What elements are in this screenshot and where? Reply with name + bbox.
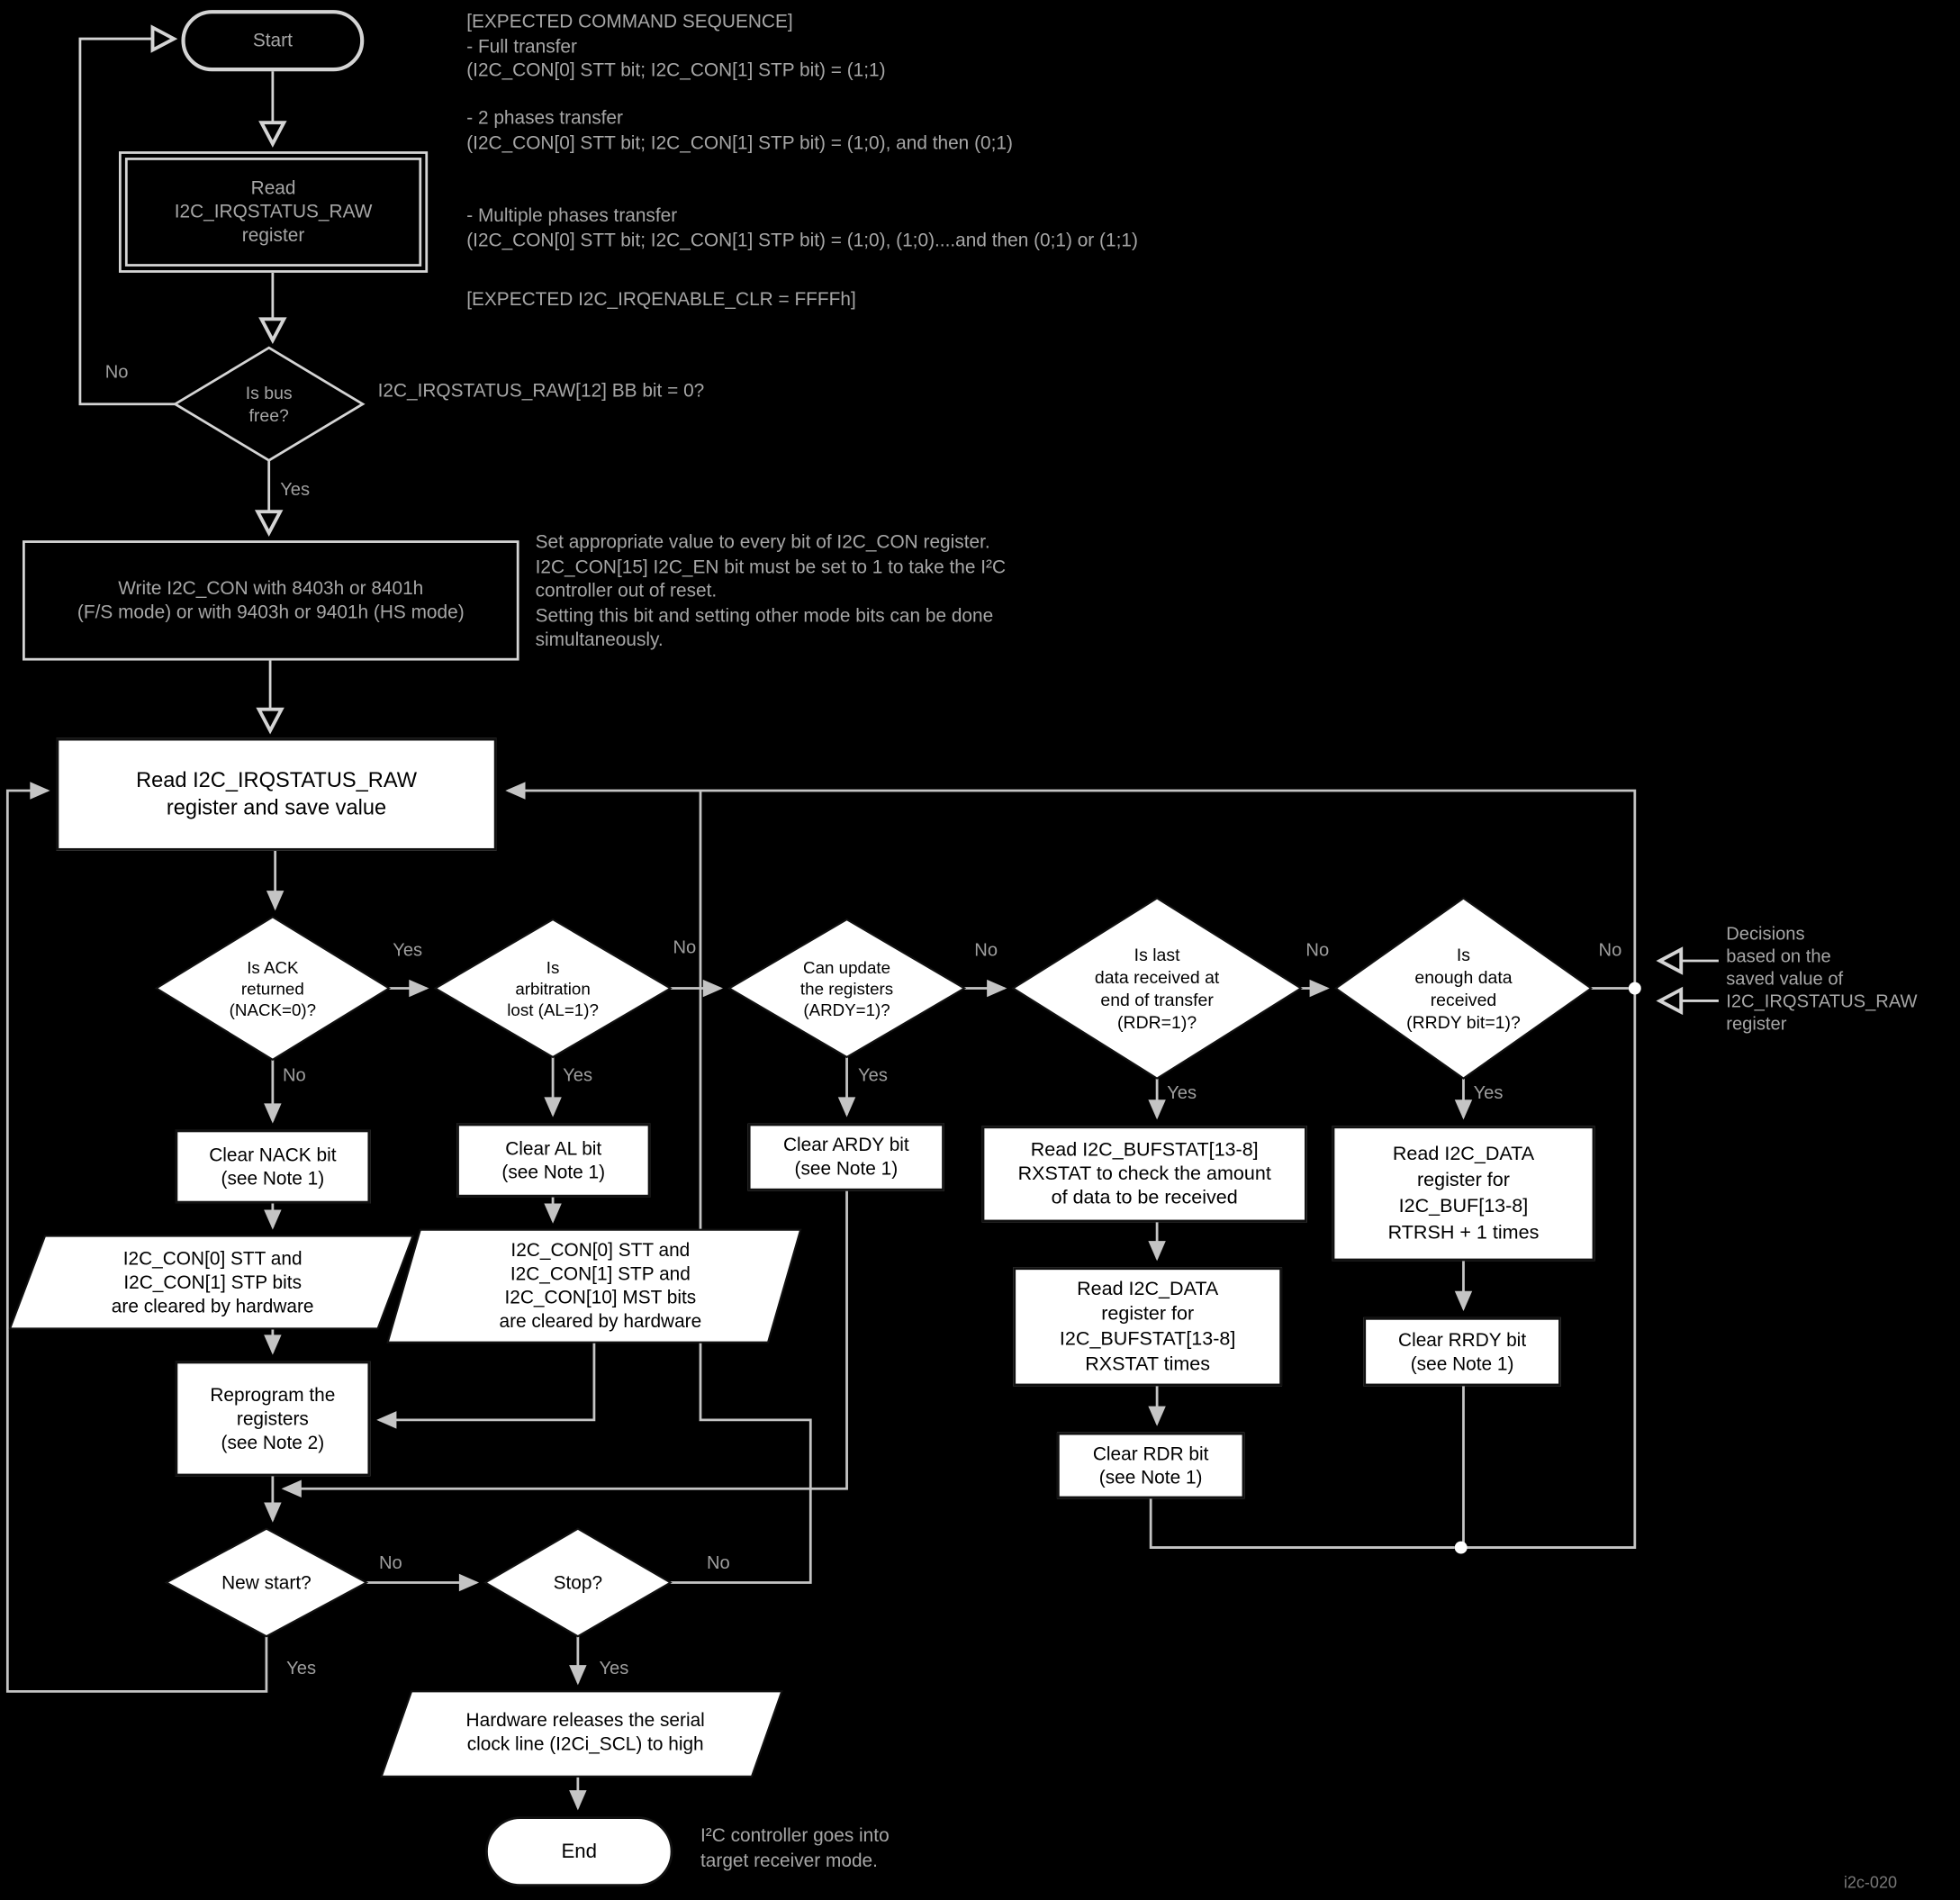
arbitration-diamond	[433, 918, 673, 1059]
nack-hw-parallelogram	[8, 1235, 414, 1330]
rdr-diamond	[1011, 897, 1303, 1080]
rdr-diamond-label: Is last data received at end of transfer…	[1094, 944, 1220, 1033]
stop-diamond	[483, 1527, 673, 1638]
expected-command-sequence-note: [EXPECTED COMMAND SEQUENCE] - Full trans…	[466, 11, 886, 82]
ardy-diamond	[727, 918, 967, 1059]
end-mode-note: I²C controller goes into target receiver…	[700, 1824, 890, 1871]
read-save-node: Read I2C_IRQSTATUS_RAW register and save…	[56, 737, 497, 851]
multi-phase-transfer-note: - Multiple phases transfer (I2C_CON[0] S…	[466, 204, 1138, 251]
read-bufstat-node: Read I2C_BUFSTAT[13-8] RXSTAT to check t…	[981, 1126, 1307, 1223]
top-connector-lines	[78, 24, 1719, 1016]
label-arb-no: No	[673, 937, 697, 959]
read-irqstatus-node: Read I2C_IRQSTATUS_RAW register	[118, 151, 429, 273]
bb-bit-note: I2C_IRQSTATUS_RAW[12] BB bit = 0?	[377, 380, 705, 402]
decisions-saved-value-note: Decisions based on the saved value of I2…	[1726, 924, 1918, 1035]
figure-id: i2c-020	[1843, 1872, 1898, 1892]
arbitration-diamond-label: Is arbitration lost (AL=1)?	[507, 957, 599, 1019]
label-new-start-no: No	[378, 1553, 402, 1574]
label-new-start-yes: Yes	[286, 1659, 317, 1679]
stop-diamond-label: Stop?	[553, 1571, 603, 1594]
junction-dot	[1454, 1541, 1468, 1554]
label-arb-yes: Yes	[563, 1065, 593, 1086]
bus-free-diamond	[172, 346, 366, 462]
ardy-diamond-label: Can update the registers (ARDY=1)?	[799, 957, 894, 1019]
clear-rdr-node: Clear RDR bit (see Note 1)	[1056, 1432, 1245, 1499]
scl-release-parallelogram-label: Hardware releases the serial clock line …	[465, 1710, 705, 1756]
clear-nack-node: Clear NACK bit (see Note 1)	[175, 1129, 371, 1204]
bus-free-diamond-label: Is bus free?	[245, 383, 293, 426]
rrdy-diamond-label: Is enough data received (RRDY bit=1)?	[1406, 944, 1521, 1033]
label-rrdy-no: No	[1598, 940, 1622, 961]
reprogram-node: Reprogram the registers (see Note 2)	[175, 1361, 371, 1477]
al-hw-parallelogram	[386, 1228, 802, 1344]
ack-diamond	[154, 916, 392, 1061]
write-i2c-con-node: Write I2C_CON with 8403h or 8401h (F/S m…	[23, 540, 519, 661]
start-node: Start	[181, 10, 365, 72]
label-bus-free-no: No	[104, 362, 129, 384]
new-start-diamond-label: New start?	[221, 1571, 312, 1594]
label-stop-yes: Yes	[599, 1659, 629, 1679]
label-ack-no: No	[282, 1065, 306, 1086]
clear-al-node: Clear AL bit (see Note 1)	[456, 1123, 651, 1198]
nack-hw-parallelogram-label: I2C_CON[0] STT and I2C_CON[1] STP bits a…	[111, 1247, 314, 1317]
junction-dot	[1628, 982, 1641, 995]
clear-rrdy-node: Clear RRDY bit (see Note 1)	[1363, 1316, 1561, 1387]
i2c-con-setup-note: Set appropriate value to every bit of I2…	[535, 531, 1007, 651]
label-bus-free-yes: Yes	[280, 480, 311, 501]
label-stop-no: No	[706, 1553, 730, 1574]
connector-lines	[5, 782, 1637, 1811]
scl-release-parallelogram	[380, 1690, 783, 1778]
end-node: End	[485, 1816, 673, 1887]
al-hw-parallelogram-label: I2C_CON[0] STT and I2C_CON[1] STP and I2…	[499, 1239, 702, 1333]
label-rdr-no: No	[1305, 940, 1330, 961]
two-phase-transfer-note: - 2 phases transfer (I2C_CON[0] STT bit;…	[466, 107, 1013, 154]
clear-ardy-node: Clear ARDY bit (see Note 1)	[747, 1123, 944, 1191]
label-rrdy-yes: Yes	[1473, 1083, 1504, 1104]
read-data-rxstat-node: Read I2C_DATA register for I2C_BUFSTAT[1…	[1013, 1267, 1283, 1387]
irqenable-clr-note: [EXPECTED I2C_IRQENABLE_CLR = FFFFh]	[466, 288, 856, 311]
label-rdr-yes: Yes	[1167, 1083, 1197, 1104]
new-start-diamond	[164, 1527, 369, 1638]
ack-diamond-label: Is ACK returned (NACK=0)?	[229, 957, 317, 1019]
rrdy-diamond	[1333, 897, 1593, 1080]
label-ardy-yes: Yes	[858, 1065, 888, 1086]
read-data-rtrsh-node: Read I2C_DATA register for I2C_BUF[13-8]…	[1332, 1126, 1595, 1262]
label-ardy-no: No	[974, 940, 998, 961]
label-ack-yes: Yes	[393, 940, 423, 961]
